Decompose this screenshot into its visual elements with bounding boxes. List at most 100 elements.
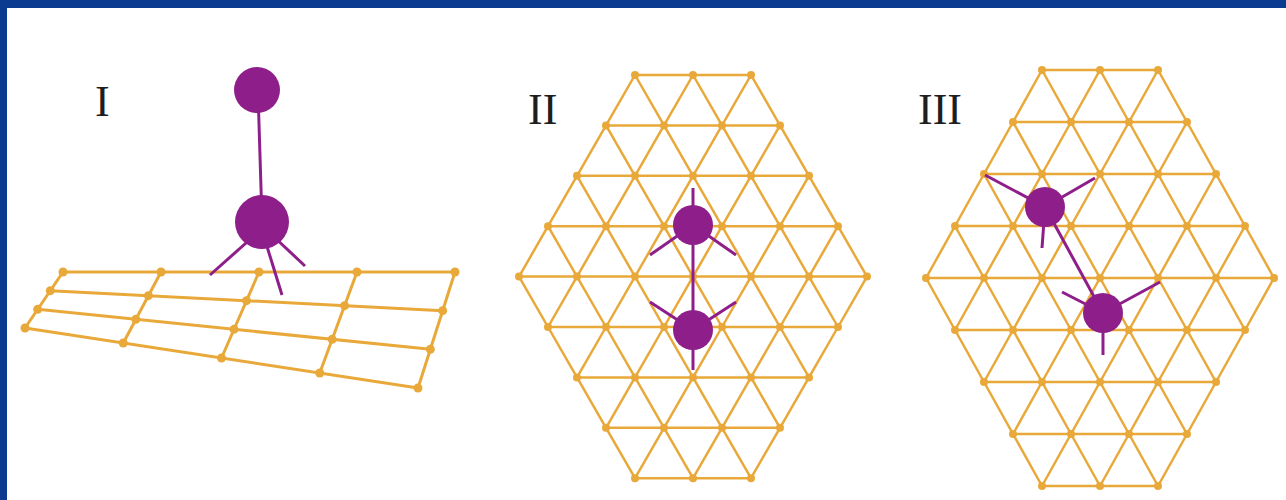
lattice-bond (809, 226, 838, 276)
lattice-bond (606, 427, 664, 430)
lattice-atom (1096, 482, 1104, 490)
lattice-bond (1071, 122, 1100, 174)
lattice-atom (315, 369, 324, 378)
lattice-bond (635, 377, 664, 427)
lattice-bond (577, 176, 606, 226)
lattice-bond (606, 124, 664, 127)
lattice-bond (635, 327, 664, 377)
lattice-atom (1125, 118, 1133, 126)
lattice-bond (577, 226, 606, 276)
lattice-atom (1154, 378, 1162, 386)
lattice-bond (606, 277, 635, 327)
lattice-atom (131, 315, 140, 324)
lattice-atom (631, 273, 639, 281)
lattice-bond (1129, 433, 1187, 436)
lattice-bond (693, 376, 751, 379)
lattice-atom (46, 286, 55, 295)
lattice-bond (635, 226, 664, 276)
lattice-bond (1245, 278, 1274, 330)
lattice-bond (955, 330, 984, 382)
lattice-bond (1129, 329, 1187, 332)
lattice-atom (573, 273, 581, 281)
lattice-bond (838, 277, 867, 327)
lattice-bond (606, 428, 635, 478)
lattice-bond (751, 376, 809, 379)
lattice-atom (21, 324, 30, 333)
lattice-bond (693, 175, 751, 178)
lattice-atom (242, 296, 251, 305)
frame-left (0, 0, 7, 500)
lattice-bond (984, 277, 1042, 280)
lattice-bond (1071, 121, 1129, 124)
lattice-bond (1158, 122, 1187, 174)
lattice-bond (1158, 226, 1187, 278)
lattice-bond (606, 176, 635, 226)
lattice-bond (606, 125, 635, 175)
lattice-bond (1013, 122, 1042, 174)
lattice-bond (635, 428, 664, 478)
lattice-bond (1071, 434, 1100, 486)
lattice-bond (1100, 174, 1129, 226)
lattice-bond (1129, 226, 1158, 278)
lattice-bond (606, 326, 664, 329)
lattice-bond (1013, 382, 1042, 434)
lattice-bond (1071, 382, 1100, 434)
lattice-atom (776, 424, 784, 432)
lattice-bond (1071, 225, 1129, 228)
lattice-bond (984, 330, 1013, 382)
lattice-bond (722, 176, 751, 226)
lattice-atom (1154, 170, 1162, 178)
lattice-bond (1100, 434, 1129, 486)
lattice-bond (955, 174, 984, 226)
lattice-bond (1013, 434, 1042, 486)
lattice-bond (664, 124, 722, 127)
lattice-bond (635, 125, 664, 175)
lattice-bond (548, 176, 577, 226)
lattice-bond (25, 328, 418, 388)
lattice-atom (718, 424, 726, 432)
lattice-atom (980, 378, 988, 386)
lattice-atom (980, 274, 988, 282)
lattice-bond (1158, 381, 1216, 384)
lattice-bond (635, 477, 693, 480)
lattice-bond (751, 75, 780, 125)
lattice-bond (809, 176, 838, 226)
lattice-atom (1038, 482, 1046, 490)
lattice-bond (780, 125, 809, 175)
lattice-atom (1270, 274, 1278, 282)
lattice-atom (805, 273, 813, 281)
lattice-bond (1129, 225, 1187, 228)
frame-top (0, 0, 1286, 8)
lattice-bond (693, 74, 751, 77)
lattice-bond (780, 326, 838, 329)
lattice-bond (577, 125, 606, 175)
lattice-atom (602, 222, 610, 230)
lattice-bond (635, 75, 664, 125)
lattice-bond (955, 226, 984, 278)
lattice-bond (1042, 226, 1071, 278)
lattice-bond (1187, 225, 1245, 228)
panel-label: III (918, 88, 962, 132)
lattice-bond (751, 226, 780, 276)
lattice-atom (340, 301, 349, 310)
lattice-bond (693, 75, 722, 125)
lattice-atom (328, 335, 337, 344)
lattice-atom (631, 71, 639, 79)
lattice-bond (751, 275, 809, 278)
lattice-atom (602, 424, 610, 432)
lattice-bond (577, 377, 606, 427)
lattice-bond (519, 226, 548, 276)
lattice-bond (577, 275, 635, 278)
lattice-bond (1100, 382, 1129, 434)
lattice-bond (635, 376, 693, 379)
lattice-bond (1158, 174, 1187, 226)
lattice-bond (780, 176, 809, 226)
atom (234, 67, 280, 113)
lattice-bond (664, 75, 693, 125)
lattice-atom (573, 172, 581, 180)
lattice-atom (631, 172, 639, 180)
lattice-bond (722, 124, 780, 127)
lattice-bond (926, 277, 984, 280)
lattice-bond (1100, 277, 1158, 280)
lattice-bond (751, 176, 780, 226)
